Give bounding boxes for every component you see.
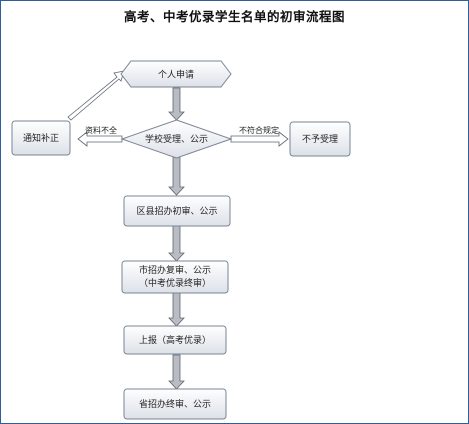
arrow-to-notify-fix: [77, 131, 123, 147]
arrow-to-reject: [230, 131, 289, 147]
arrow-notify-fix-to-start: [67, 70, 125, 121]
node-start-label: 个人申请: [158, 69, 194, 81]
node-notify-fix-label: 通知补正: [23, 132, 59, 144]
node-district-review: 区县招办初审、公示: [123, 195, 231, 227]
diagram-title: 高考、中考优录学生名单的初审流程图: [123, 9, 345, 24]
flow-arrow-school-to-district: [168, 154, 185, 196]
node-city-review-label-2: （中考优录终审）: [139, 277, 211, 289]
node-district-review-label: 区县招办初审、公示: [136, 205, 217, 217]
node-report: 上报（高考优录）: [123, 325, 227, 355]
flow-arrow-start-to-school: [168, 87, 185, 121]
node-report-label: 上报（高考优录）: [139, 334, 211, 346]
edge-label-incomplete: 资料不全: [85, 125, 117, 135]
flow-arrow-district-to-city: [168, 225, 185, 262]
node-city-review-label-1: 市招办复审、公示: [139, 264, 211, 276]
node-reject-label: 不予受理: [302, 133, 338, 145]
node-start: 个人申请: [120, 60, 232, 88]
node-school-review: 学校受理、公示: [120, 119, 233, 159]
node-city-review: 市招办复审、公示 （中考优录终审）: [121, 260, 229, 294]
node-notify-fix: 通知补正: [11, 120, 71, 156]
flow-arrow-city-to-report: [168, 291, 185, 327]
flow-arrow-report-to-province: [168, 354, 185, 390]
node-province-review: 省招办终审、公示: [123, 388, 227, 420]
edge-label-not-compliant: 不符合规定: [239, 125, 279, 135]
node-school-review-label: 学校受理、公示: [145, 133, 208, 145]
node-province-review-label: 省招办终审、公示: [139, 398, 211, 410]
node-reject: 不予受理: [289, 121, 351, 157]
